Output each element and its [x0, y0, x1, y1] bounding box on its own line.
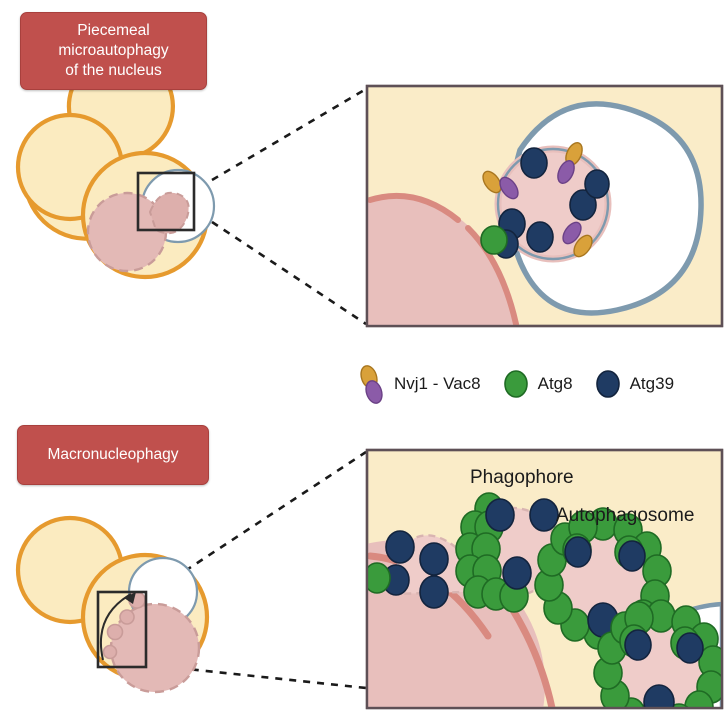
- leader-lines-top: [211, 87, 367, 326]
- label-line-2: microautophagy: [58, 42, 169, 60]
- yeast-cell-top: [15, 52, 216, 280]
- annotation-phagophore: Phagophore: [470, 467, 574, 488]
- transport-arrow: [99, 592, 136, 661]
- er-membrane-1: [367, 192, 461, 223]
- navy-circle-icon: [595, 370, 620, 398]
- detail-panel-bottom-contents: [367, 492, 722, 708]
- legend-item-atg39: Atg39: [595, 369, 674, 399]
- legend-label-atg8: Atg8: [537, 374, 573, 393]
- legend-label-nvj1-vac8: Nvj1 - Vac8: [394, 374, 481, 393]
- annotation-autophagosome: Autophagosome: [556, 505, 694, 526]
- inset-selection-box-bottom: [96, 590, 148, 669]
- atg8-stage1: [367, 562, 391, 594]
- legend: Nvj1 - Vac8 Atg8 Atg39: [358, 362, 728, 406]
- atg39-stage2: [485, 498, 559, 590]
- atg8-marker: [480, 225, 508, 255]
- detail-panel-top-contents: [367, 101, 704, 326]
- nvj1-vac8-markers: [482, 142, 593, 258]
- er-membrane-2: [465, 225, 519, 326]
- panel-label-piecemeal-microautophagy: Piecemeal microautophagy of the nucleus: [20, 12, 207, 90]
- label-line-1: Piecemeal: [77, 22, 150, 40]
- label-line-3: of the nucleus: [65, 61, 162, 79]
- legend-item-atg8: Atg8: [503, 369, 573, 399]
- panel-label-macronucleophagy: Macronucleophagy: [17, 425, 209, 485]
- legend-label-atg39: Atg39: [629, 374, 675, 393]
- yeast-cell-bottom: [15, 515, 210, 694]
- green-circle-icon: [503, 370, 528, 398]
- atg39-stage4: [624, 629, 704, 708]
- label-line-1: Macronucleophagy: [47, 446, 179, 464]
- nucleus-body: [367, 194, 515, 326]
- inset-selection-box-top: [136, 171, 196, 232]
- two-ellipse-pair-icon: [360, 365, 383, 404]
- legend-item-nvj1-vac8: Nvj1 - Vac8: [358, 364, 481, 404]
